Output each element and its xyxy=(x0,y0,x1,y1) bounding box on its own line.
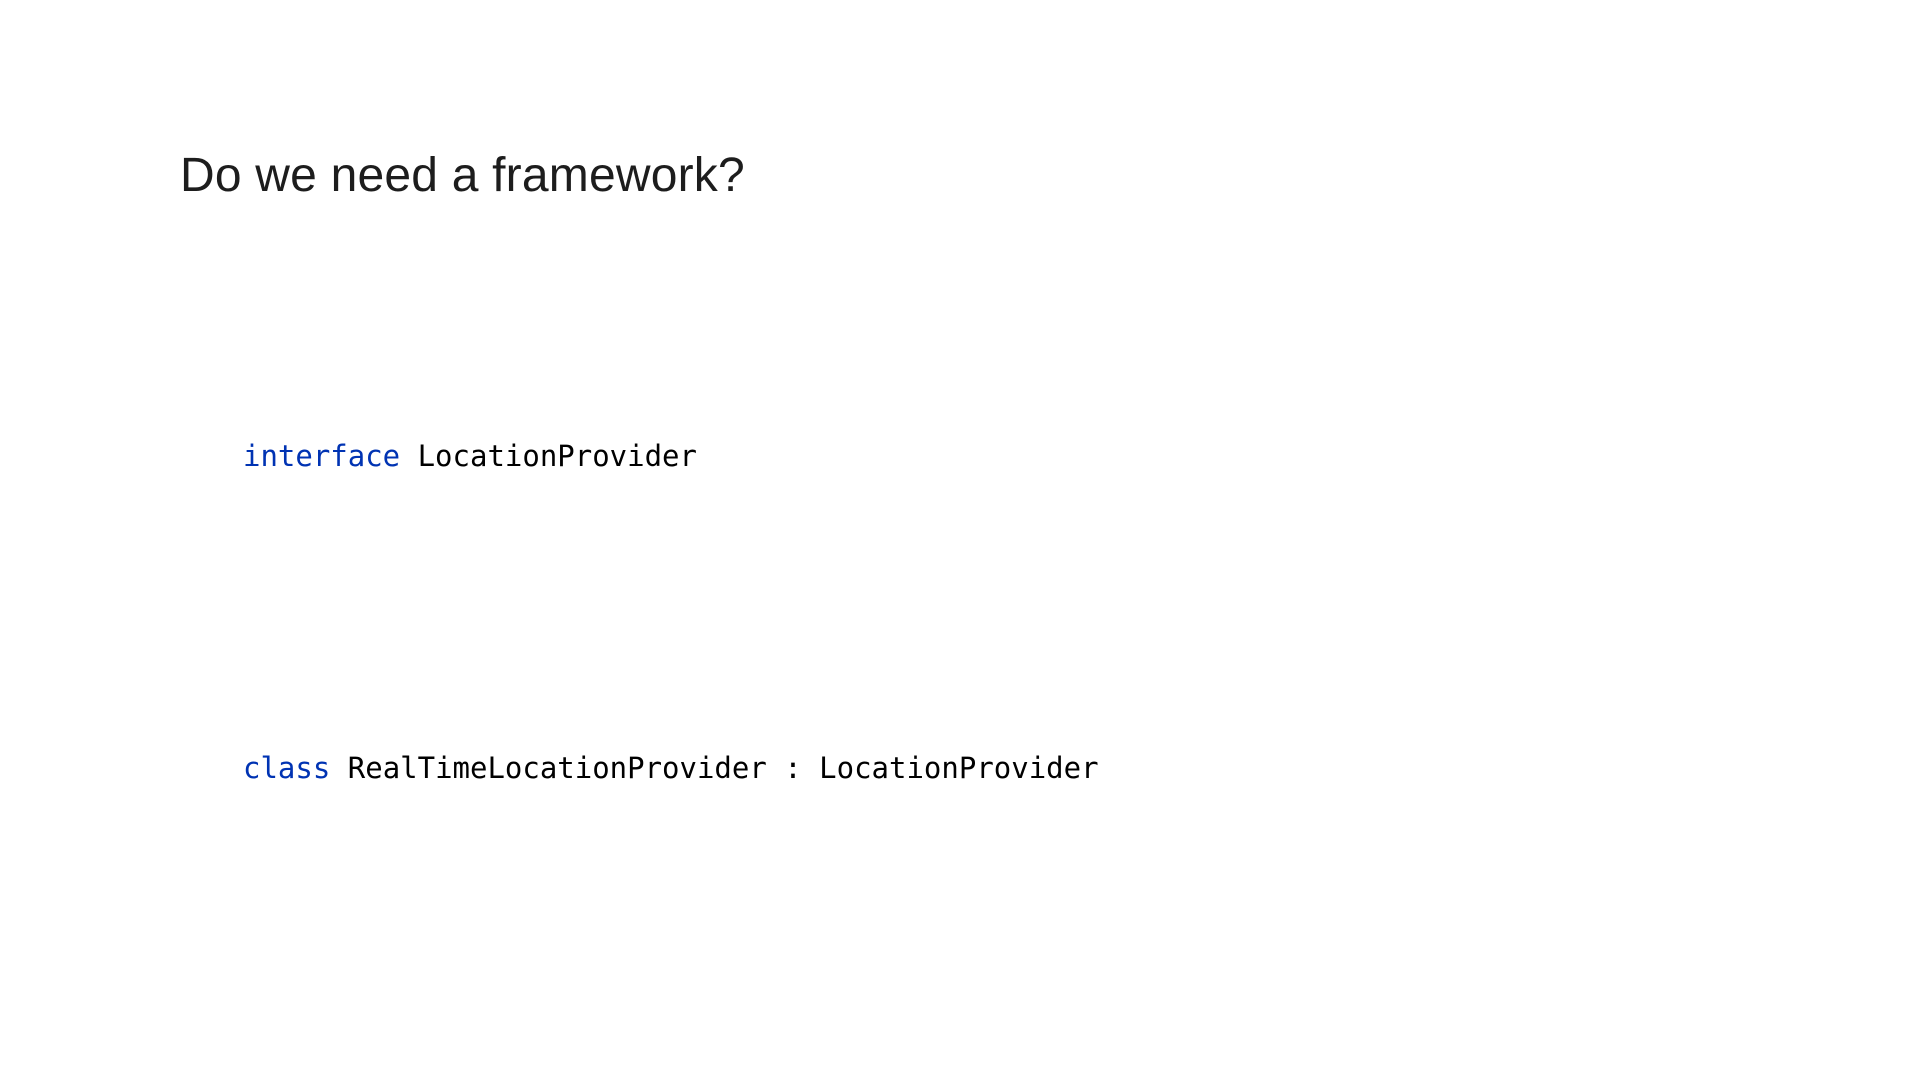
code-line-class-realtimelocationprovider: class RealTimeLocationProvider : Locatio… xyxy=(243,749,1099,788)
code-block: interface LocationProvider class RealTim… xyxy=(243,320,1099,1080)
code-line-blank xyxy=(243,593,1099,632)
code-line-interface-locationprovider: interface LocationProvider xyxy=(243,437,1099,476)
code-line-blank xyxy=(243,1061,1099,1080)
code-text: LocationProvider xyxy=(400,439,697,473)
code-line-blank xyxy=(243,905,1099,944)
slide-title: Do we need a framework? xyxy=(180,149,745,202)
code-keyword: class xyxy=(243,751,331,785)
code-keyword: interface xyxy=(243,439,401,473)
code-text: RealTimeLocationProvider : LocationProvi… xyxy=(330,751,1099,785)
